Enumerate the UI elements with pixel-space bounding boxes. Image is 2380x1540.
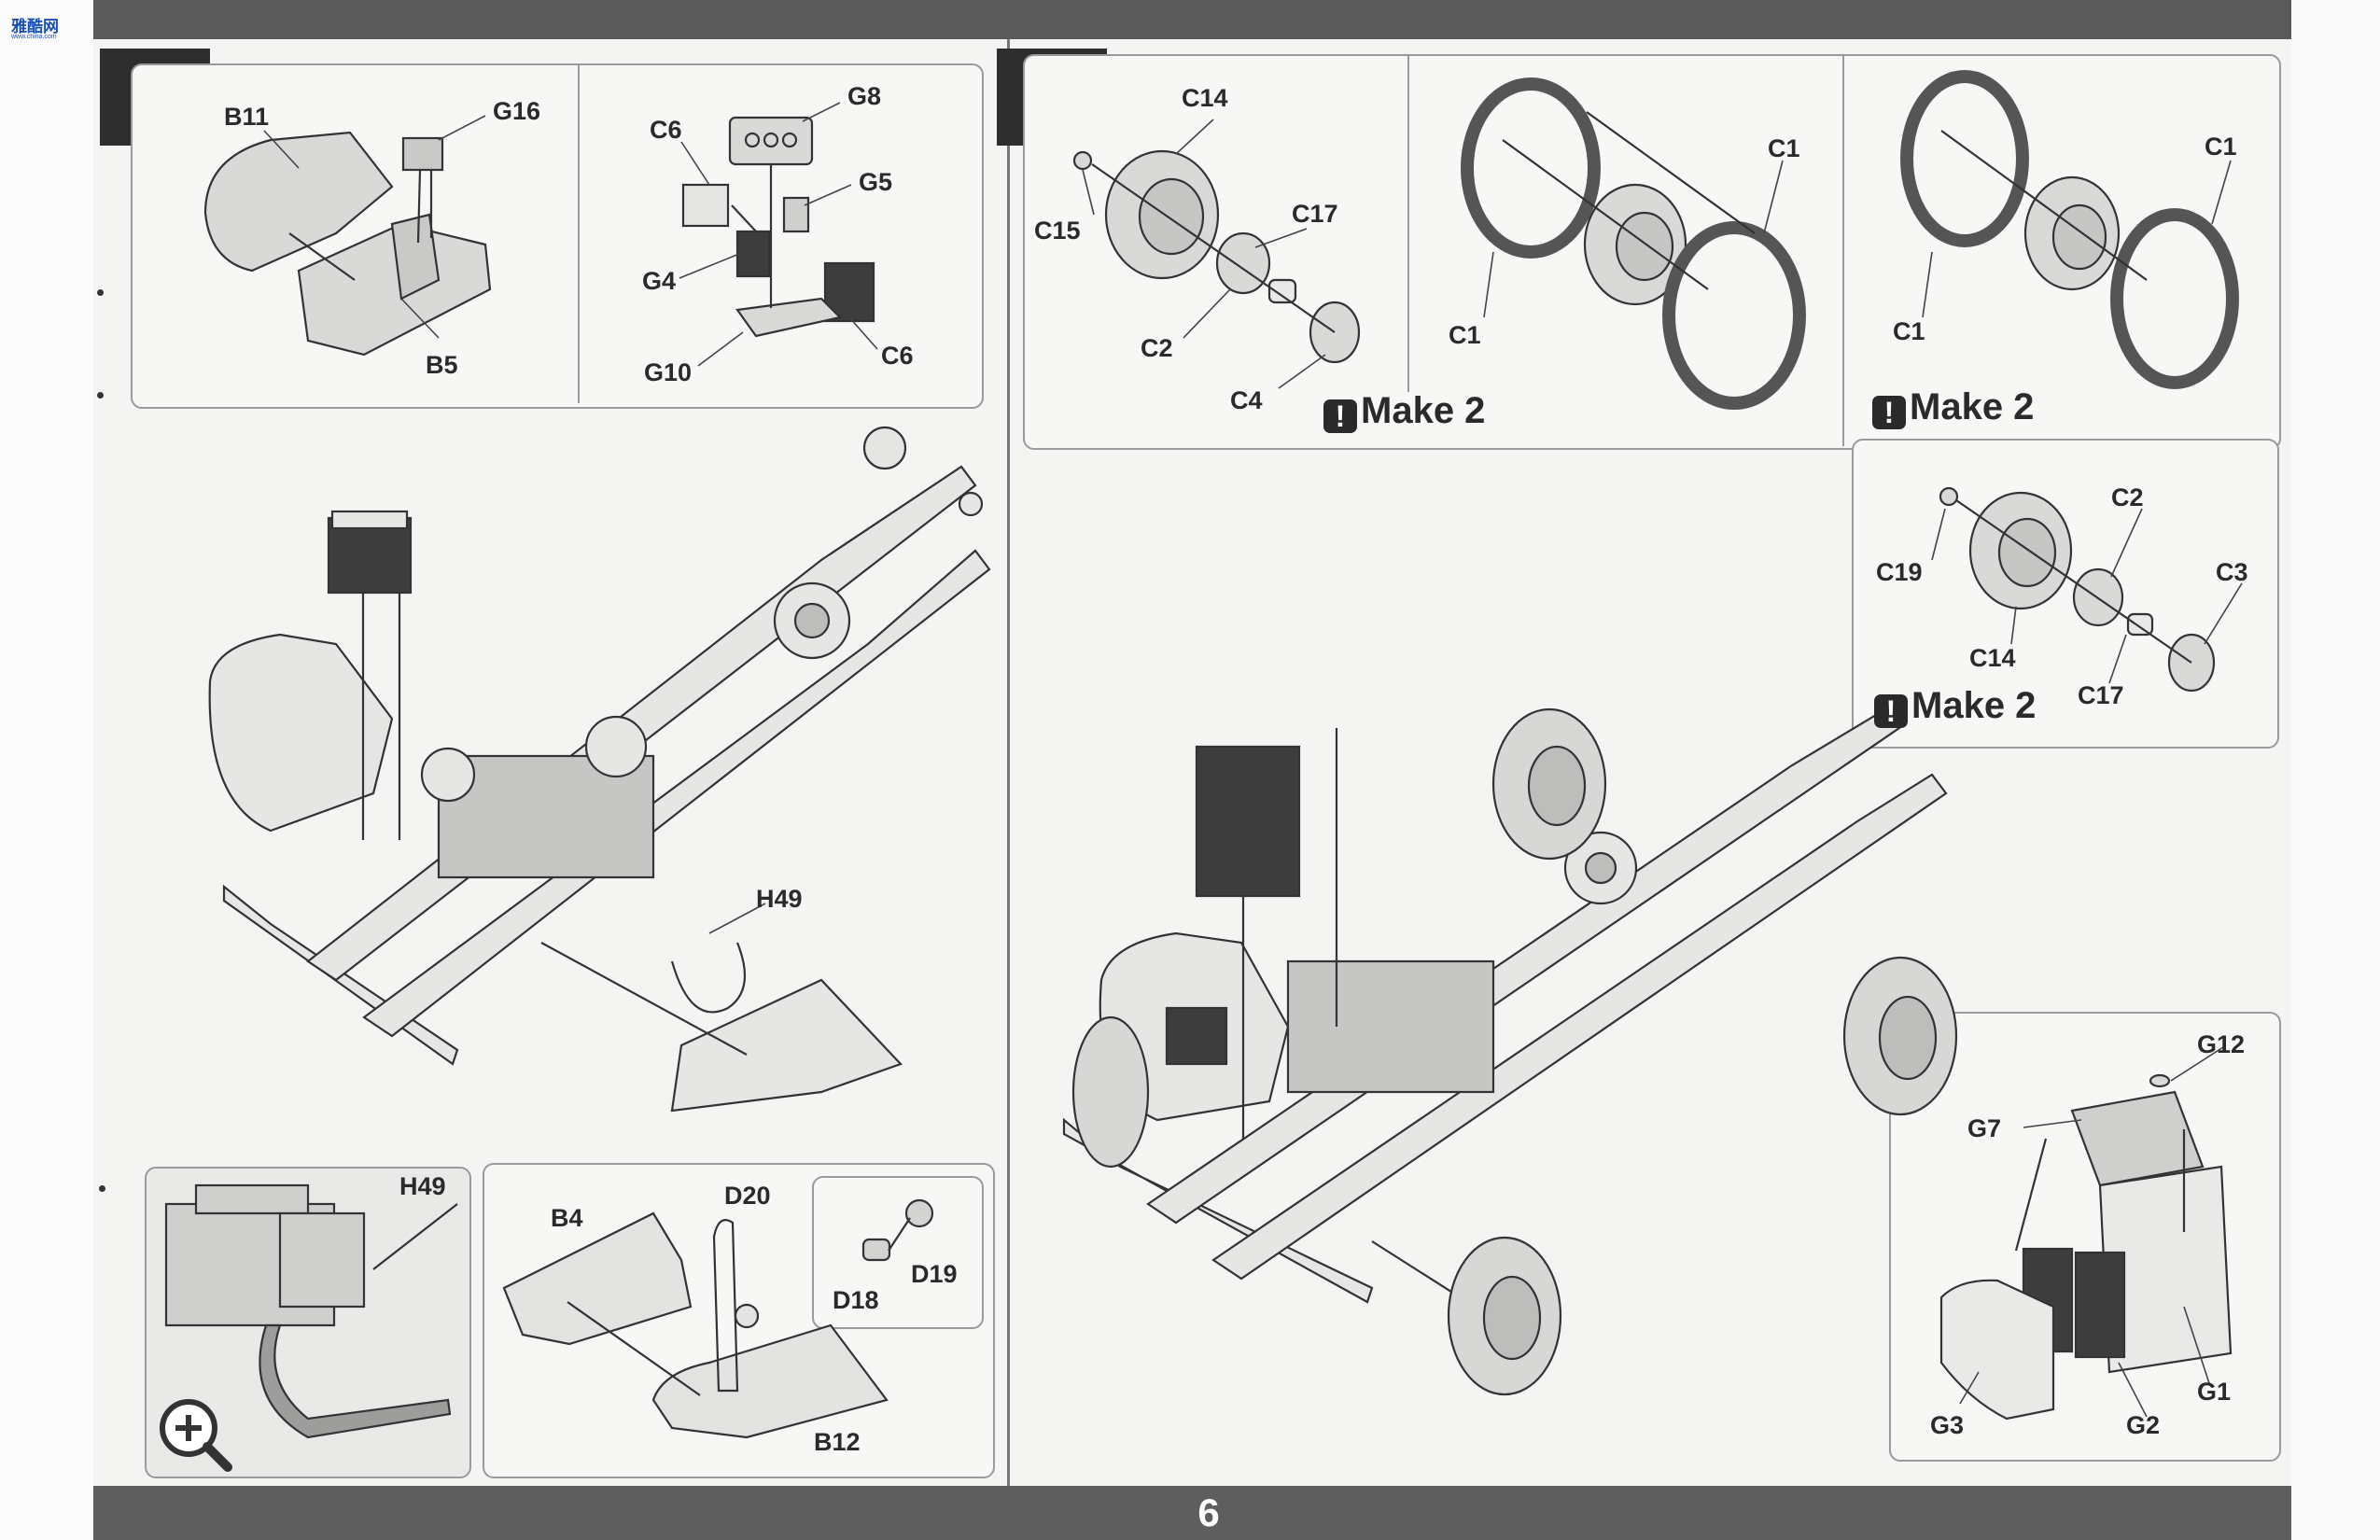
spare-hub-exploded [1939, 486, 2216, 693]
callout-c1: C1 [1893, 317, 1925, 345]
callout-g5: G5 [859, 168, 893, 196]
chassis-step7 [208, 426, 991, 1113]
callout-d20: D20 [724, 1182, 771, 1210]
make-2-note: !Make 2 [1323, 390, 1485, 433]
scan-margin-right [2291, 0, 2380, 1540]
fender-part-b11 [203, 131, 492, 357]
callout-c1: C1 [1449, 321, 1481, 349]
zoom-icon[interactable] [155, 1394, 233, 1473]
callout-c1: C1 [2205, 133, 2237, 161]
scan-margin-left [0, 0, 93, 1540]
callout-b5: B5 [426, 351, 458, 379]
panel-separator [1842, 56, 1844, 446]
callout-g12: G12 [2197, 1030, 2246, 1058]
callout-c2: C2 [1141, 334, 1173, 362]
callout-b11: B11 [224, 103, 270, 131]
engine-block [1286, 959, 1495, 1094]
binding-hole [97, 289, 104, 296]
callout-d19: D19 [911, 1260, 958, 1288]
callout-g7: G7 [1967, 1114, 2002, 1142]
wheel-hub-exploded [1072, 149, 1361, 364]
watermark-subtext: www.china.com [11, 34, 57, 40]
callout-c6: C6 [650, 116, 682, 144]
step-8-spare-wheel-panel [1852, 439, 2279, 749]
callout-g2: G2 [2126, 1411, 2161, 1439]
battery-installed [1165, 1006, 1228, 1066]
callout-c14: C14 [1182, 84, 1228, 112]
tire-exploded-b [1461, 77, 1806, 410]
callout-c19: C19 [1876, 558, 1923, 586]
make-2-note: !Make 2 [1874, 685, 2036, 728]
make-2-text: Make 2 [1910, 386, 2035, 427]
seat-assembly [502, 1211, 889, 1439]
callout-b12: B12 [814, 1428, 861, 1456]
callout-d18: D18 [833, 1286, 879, 1314]
binding-hole [97, 392, 104, 399]
battery-installed [327, 516, 413, 595]
callout-c6: C6 [881, 342, 914, 370]
panel-separator [1407, 56, 1409, 392]
callout-c4: C4 [1230, 386, 1263, 414]
engine-photo [164, 1183, 458, 1439]
page-number: 6 [1197, 1491, 1220, 1534]
callout-c17: C17 [2078, 681, 2124, 709]
callout-h49: H49 [399, 1172, 446, 1200]
callout-b4: B4 [551, 1204, 583, 1232]
callout-g8: G8 [847, 82, 882, 110]
binding-hole [99, 1185, 105, 1192]
make-2-text: Make 2 [1361, 390, 1486, 431]
callout-g3: G3 [1930, 1411, 1965, 1439]
radiator-installed [1195, 745, 1301, 898]
leader-lines [263, 102, 2243, 1418]
watermark-text: 雅酷网 [11, 18, 59, 35]
callout-c1: C1 [1768, 134, 1800, 162]
watermark-logo: 雅酷网 www.china.com [6, 6, 65, 41]
top-band [93, 0, 2291, 39]
callout-c15: C15 [1034, 217, 1081, 245]
wheels-installed [1071, 707, 1958, 1396]
callout-c3: C3 [2216, 558, 2248, 586]
callout-c14: C14 [1969, 644, 2016, 672]
radiator-exploded [1939, 1073, 2233, 1421]
tire-exploded-c [1900, 70, 2239, 389]
callout-h49: H49 [756, 885, 803, 913]
battery-exploded [681, 116, 875, 338]
step-7-lamp-panel [812, 1176, 984, 1329]
part-g16 [401, 136, 444, 172]
panel-separator [578, 65, 580, 403]
lamp-assembly [861, 1198, 934, 1262]
callout-g16: G16 [493, 97, 541, 125]
make-2-note: !Make 2 [1872, 386, 2034, 429]
bottom-band [93, 1486, 2291, 1540]
callout-g4: G4 [642, 267, 677, 295]
make-2-text: Make 2 [1911, 685, 2037, 726]
page-divider [1007, 39, 1010, 1486]
callout-g10: G10 [644, 358, 693, 386]
callout-c2: C2 [2111, 483, 2144, 511]
callout-c17: C17 [1292, 200, 1338, 228]
callout-g1: G1 [2197, 1378, 2232, 1406]
